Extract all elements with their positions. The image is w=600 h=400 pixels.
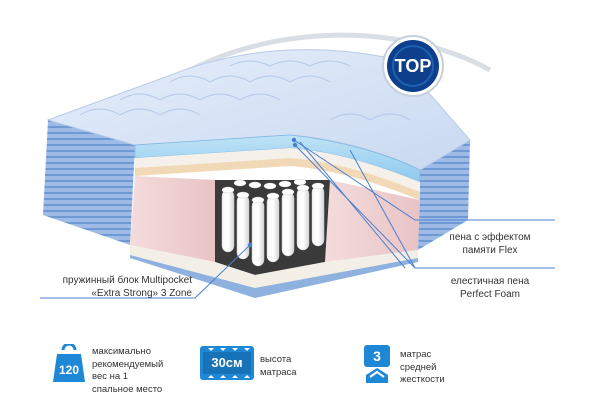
callout-memory-foam-line1: пена с эффектом — [449, 232, 531, 243]
feature-weight: 120 максимально рекомендуемый вес на 1 с… — [52, 342, 164, 396]
feature-firmness-text: матрас средней жесткости — [400, 349, 445, 385]
callout-elastic-foam-line1: елестичная пена — [450, 276, 530, 287]
callout-memory-foam-line2: памяти Flex — [462, 245, 518, 256]
bottom-edge — [130, 245, 418, 298]
left-perimeter-foam — [130, 176, 215, 262]
firmness-value: 3 — [373, 348, 381, 364]
right-side-fabric — [418, 140, 470, 250]
left-side-fabric — [43, 120, 135, 245]
callout-spring-block-line2: «Extra Strong» 3 Zone — [91, 288, 192, 299]
weight-icon: 120 — [52, 342, 86, 384]
elastic-foam-layer — [135, 158, 420, 200]
height-icon: 30см — [200, 346, 254, 380]
callout-lines — [40, 139, 555, 299]
feature-firmness: 3 матрас средней жесткости — [360, 345, 445, 387]
pocket-springs — [221, 178, 325, 267]
quilting-pattern — [79, 60, 411, 121]
top-badge-label: TOP — [394, 56, 432, 76]
callout-dots — [247, 137, 298, 248]
callout-elastic-foam-line2: Perfect Foam — [459, 289, 521, 300]
callout-spring-block-line1: пружинный блок Multipocket — [62, 275, 192, 286]
callout-spring-block: пружинный блок Multipocket «Extra Strong… — [20, 274, 192, 300]
weight-value: 120 — [58, 363, 80, 377]
callout-elastic-foam: елестичная пена Perfect Foam — [420, 275, 560, 301]
firmness-icon: 3 — [360, 345, 394, 383]
feature-height: 30см высота матраса — [200, 346, 297, 380]
feature-height-text: высота матраса — [260, 354, 297, 378]
callout-memory-foam: пена с эффектом памяти Flex — [420, 231, 560, 257]
bottom-base-layer — [130, 245, 418, 288]
feature-weight-text: максимально рекомендуемый вес на 1 спаль… — [92, 346, 164, 395]
white-layer — [135, 148, 420, 192]
top-badge — [382, 35, 444, 97]
height-value: 30см — [211, 355, 243, 370]
